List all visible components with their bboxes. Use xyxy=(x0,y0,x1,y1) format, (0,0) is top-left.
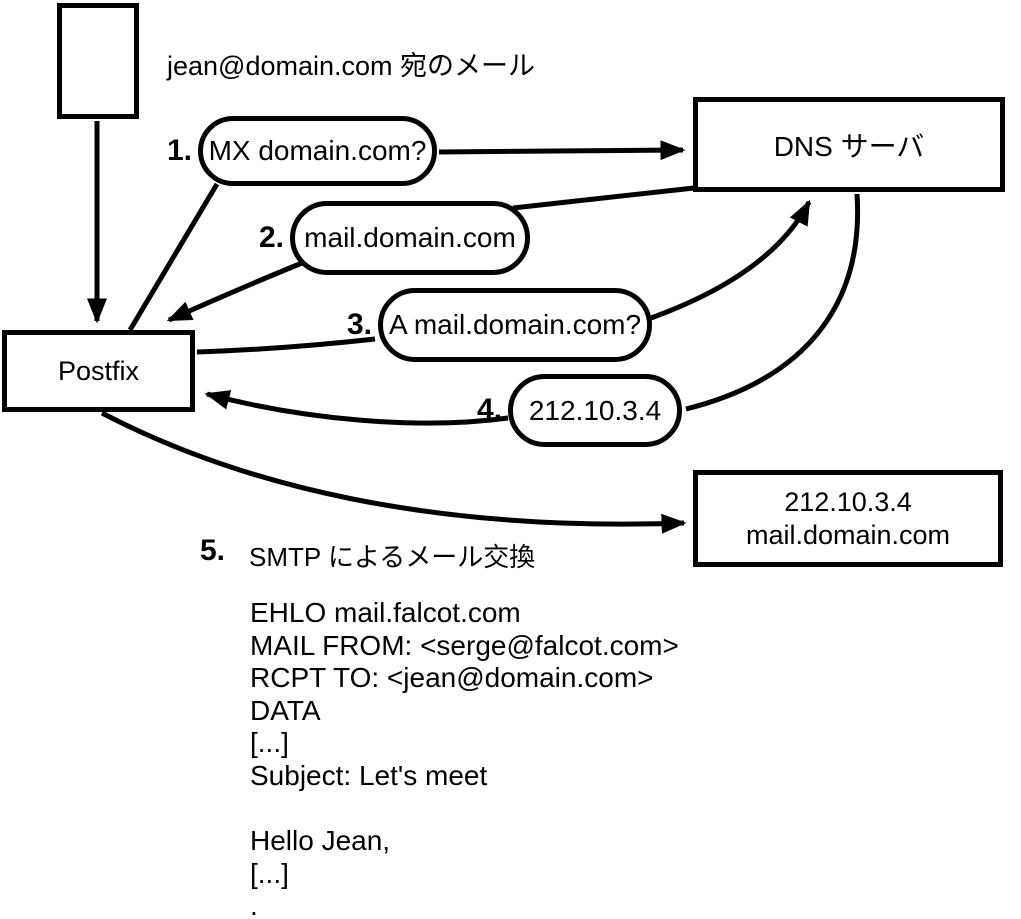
smtp-session-text: EHLO mail.falcot.com MAIL FROM: <serge@f… xyxy=(250,597,679,919)
arrow-step4-to-postfix xyxy=(204,390,509,426)
step3-a-query-pill: A mail.domain.com? xyxy=(378,288,652,362)
step3-number: 3. xyxy=(346,308,372,341)
mail-server-hostname: mail.domain.com xyxy=(745,519,951,550)
dns-server-label: DNS サーバ xyxy=(773,130,925,162)
step4-number: 4. xyxy=(476,393,502,426)
step2-mx-answer-pill: mail.domain.com xyxy=(290,201,530,275)
line-postfix-to-step3 xyxy=(196,336,376,355)
postfix-node: Postfix xyxy=(2,330,195,412)
step5-number: 5. xyxy=(199,534,225,567)
line-dns-to-step4 xyxy=(685,193,861,412)
mail-envelope-node xyxy=(57,3,139,119)
smtp-line: MAIL FROM: <serge@falcot.com> xyxy=(250,629,679,661)
smtp-line: Subject: Let's meet xyxy=(250,759,488,791)
mail-server-ip: 212.10.3.4 xyxy=(784,486,912,517)
arrow-postfix-to-mailserver xyxy=(100,410,687,534)
smtp-line: DATA xyxy=(250,694,321,726)
mail-note-label: jean@domain.com 宛のメール xyxy=(167,51,536,81)
smtp-line: . xyxy=(250,890,258,919)
step4-a-answer-pill: 212.10.3.4 xyxy=(508,374,682,447)
step2-label: mail.domain.com xyxy=(304,222,516,253)
arrow-step2-to-postfix xyxy=(166,260,303,323)
step1-label: MX domain.com? xyxy=(208,135,427,166)
step1-mx-query-pill: MX domain.com? xyxy=(198,116,437,186)
step5-smtp-label: SMTP によるメール交換 xyxy=(249,542,536,572)
arrow-step1-to-dns xyxy=(438,140,686,161)
smtp-line: EHLO mail.falcot.com xyxy=(250,597,521,628)
smtp-line xyxy=(250,793,679,826)
step4-label: 212.10.3.4 xyxy=(528,394,662,426)
step1-number: 1. xyxy=(166,134,192,167)
smtp-line: Hello Jean, xyxy=(250,825,391,857)
arrow-step3-to-dns xyxy=(650,199,812,321)
step3-label: A mail.domain.com? xyxy=(388,309,642,340)
mail-server-node: 212.10.3.4 mail.domain.com xyxy=(693,470,1003,567)
dns-server-node: DNS サーバ xyxy=(693,97,1005,192)
smtp-line: RCPT TO: <jean@domain.com> xyxy=(250,662,654,694)
smtp-line: [...] xyxy=(250,857,289,889)
step2-number: 2. xyxy=(258,221,284,254)
postfix-label: Postfix xyxy=(57,355,140,386)
smtp-line: [...] xyxy=(250,727,289,759)
line-dns-to-step2 xyxy=(512,185,695,211)
line-postfix-to-step1 xyxy=(127,182,220,332)
